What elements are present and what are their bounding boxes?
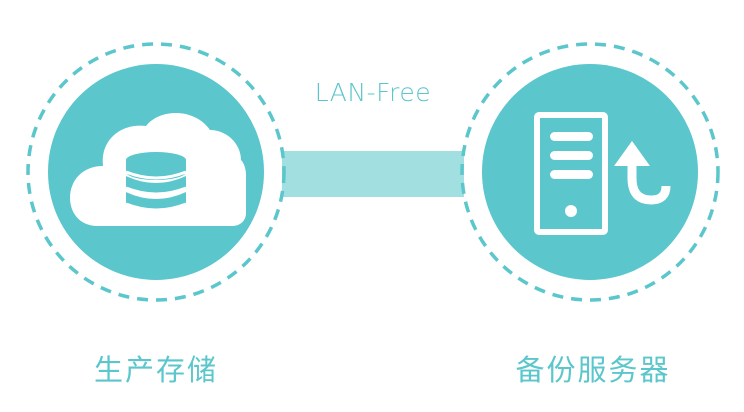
database-icon [125, 152, 187, 212]
source-node-label: 生产存储 [93, 353, 218, 387]
target-node-label: 备份服务器 [515, 353, 671, 387]
target-node [460, 42, 720, 302]
connector-label: LAN-Free [314, 78, 432, 107]
cloud-database-icon [70, 112, 246, 226]
source-node [26, 42, 286, 302]
connector-bar [282, 151, 464, 197]
backup-arrow-icon [614, 141, 671, 205]
server-icon [534, 112, 608, 235]
target-node-dashed-ring [460, 42, 720, 302]
source-node-dashed-ring [26, 42, 286, 302]
